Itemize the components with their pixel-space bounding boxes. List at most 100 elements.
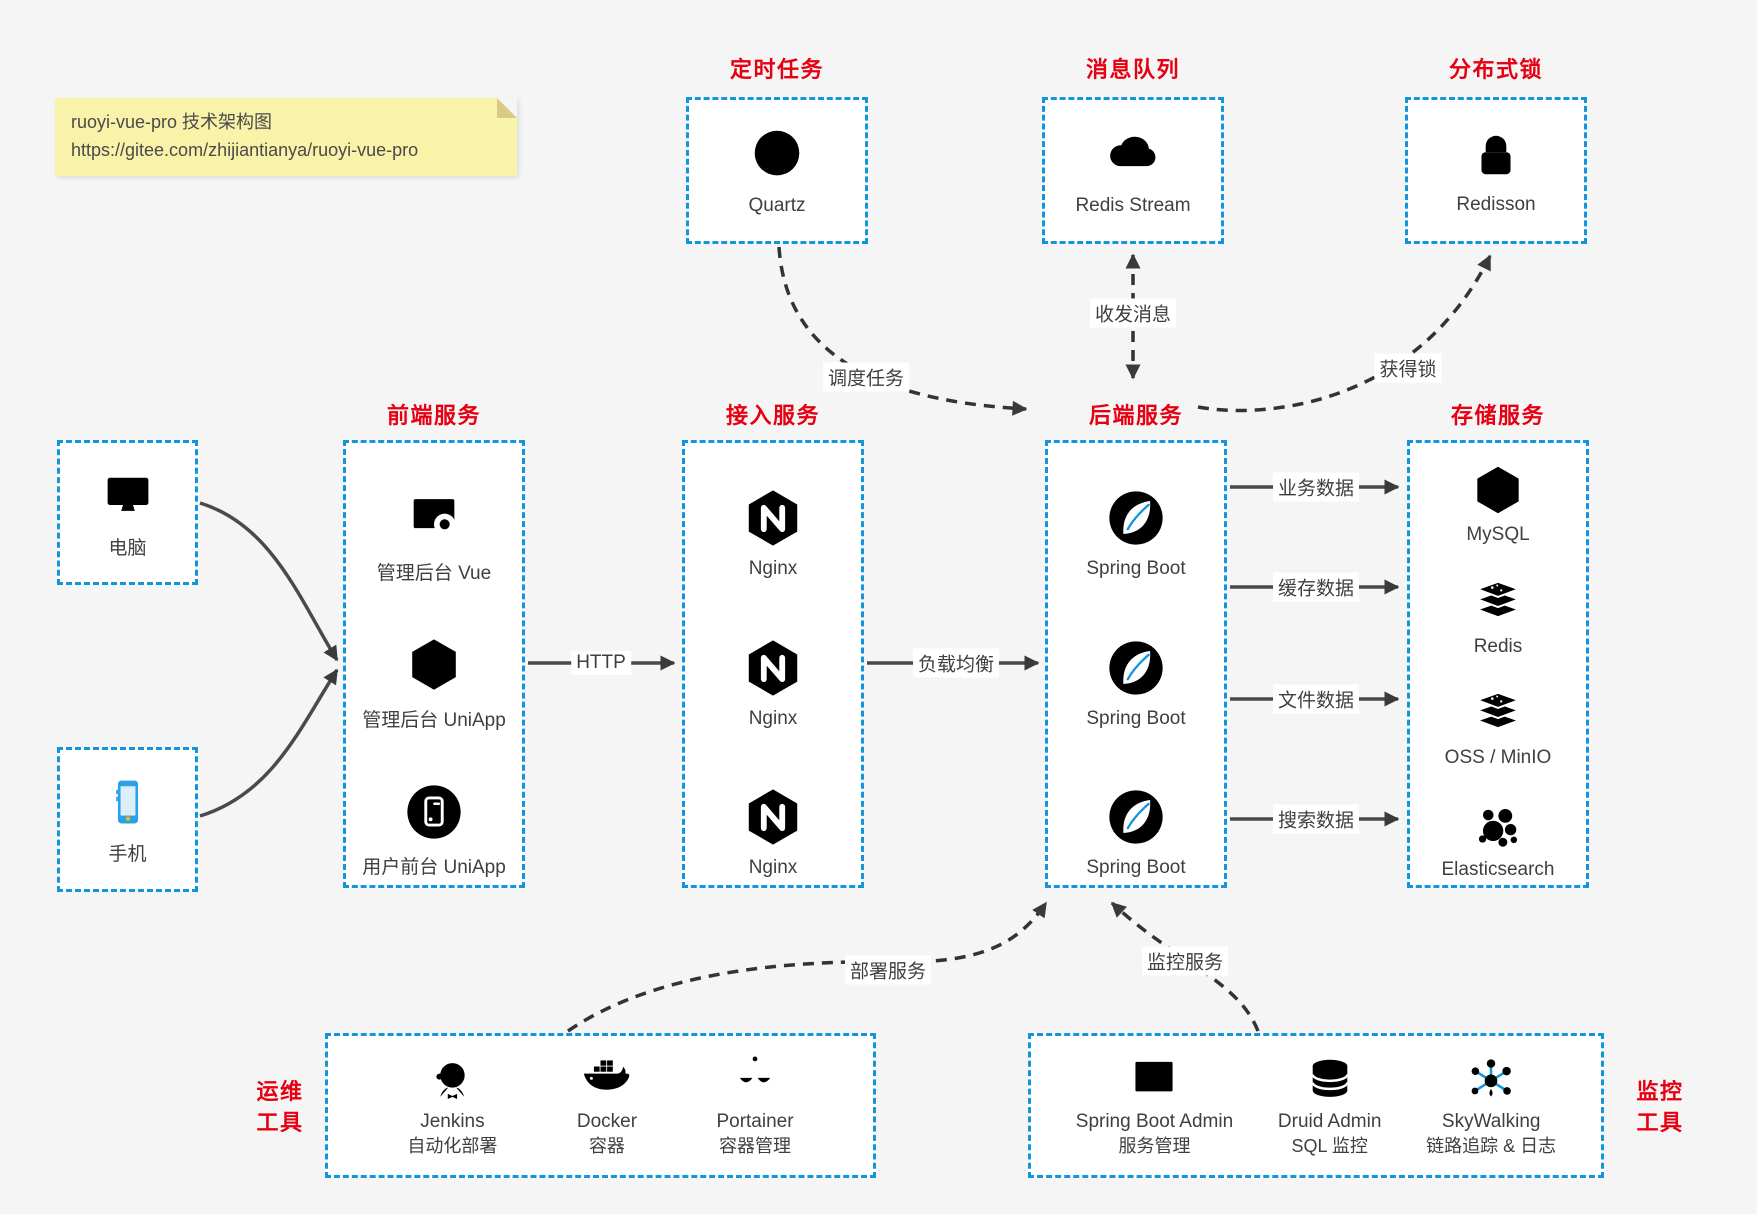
lock-icon <box>1466 125 1526 185</box>
frontend-label-admin-uniapp: 管理后台 UniApp <box>362 710 506 731</box>
edge-label-search-data: 搜索数据 <box>1272 804 1360 834</box>
frontend-label-user-uniapp: 用户前台 UniApp <box>362 857 506 878</box>
edge-label-messages: 收发消息 <box>1089 298 1177 328</box>
portainer-scales-icon <box>728 1053 782 1107</box>
edge-label-monitor: 监控服务 <box>1141 946 1229 976</box>
gateway-item-2: Nginx <box>742 637 804 730</box>
sticky-note: ruoyi-vue-pro 技术架构图 https://gitee.com/zh… <box>55 98 517 176</box>
edge-schedule-line <box>777 246 1028 416</box>
mobile-client-label: 手机 <box>108 843 147 865</box>
tool-item-skywalking: SkyWalking 链路追踪 & 日志 <box>1426 1053 1556 1158</box>
storage-item-redis: Redis <box>1472 577 1524 658</box>
note-url: https://gitee.com/zhijiantianya/ruoyi-vu… <box>71 140 419 160</box>
redisson-item: Redisson <box>1456 125 1536 216</box>
frontend-item-user-uniapp: 用户前台 UniApp <box>362 781 506 879</box>
tool-desc-portainer: 容器管理 <box>719 1136 791 1156</box>
title-backend: 后端服务 <box>1088 403 1183 428</box>
redisson-box: Redisson <box>1405 97 1587 244</box>
backend-item-2: Spring Boot <box>1086 637 1186 730</box>
edge-label-schedule: 调度任务 <box>822 362 910 392</box>
title-ops-line2: 工具 <box>256 1110 304 1135</box>
pc-client-item: 电脑 <box>99 466 157 560</box>
edge-label-deploy: 部署服务 <box>844 955 932 985</box>
tool-item-jenkins: Jenkins 自动化部署 <box>407 1053 497 1158</box>
tool-item-druid: Druid Admin SQL 监控 <box>1277 1053 1382 1158</box>
gateway-label-1: Nginx <box>748 558 798 579</box>
gateway-item-1: Nginx <box>742 487 804 580</box>
edge-deploy-line <box>567 901 1048 1033</box>
clock-icon <box>746 124 808 186</box>
gateway-label-3: Nginx <box>748 857 798 878</box>
title-ops-tools: 运维 工具 <box>238 1076 322 1138</box>
frontend-label-admin-vue: 管理后台 Vue <box>376 563 492 584</box>
storage-label-oss: OSS / MinIO <box>1444 747 1552 769</box>
storage-item-mysql: MySQL <box>1466 463 1530 546</box>
title-monitoring-line1: 监控 <box>1636 1079 1684 1104</box>
ops-tools-box: Jenkins 自动化部署 Docker 容器 Portainer 容器管理 <box>325 1033 876 1178</box>
tool-name-sba: Spring Boot Admin <box>1075 1111 1234 1132</box>
oss-stack-icon <box>1472 688 1524 740</box>
tool-name-druid: Druid Admin <box>1277 1111 1382 1132</box>
tool-desc-skywalking: 链路追踪 & 日志 <box>1426 1136 1557 1156</box>
title-scheduled-task: 定时任务 <box>729 57 824 82</box>
storage-label-redis: Redis <box>1473 635 1523 657</box>
tool-desc-druid: SQL 监控 <box>1291 1136 1368 1156</box>
skywalking-icon <box>1464 1053 1518 1107</box>
title-ops-line1: 运维 <box>256 1079 304 1104</box>
storage-box: MySQL Redis OSS / MinIO Elasticsearch <box>1407 440 1589 888</box>
tool-item-portainer: Portainer 容器管理 <box>716 1053 794 1158</box>
redis-stream-box: Redis Stream <box>1042 97 1224 244</box>
cloud-share-icon <box>1102 124 1164 186</box>
edge-label-business-data: 业务数据 <box>1272 472 1360 502</box>
title-monitoring-line2: 工具 <box>1636 1110 1684 1135</box>
edge-computer-frontend <box>199 501 339 662</box>
tool-name-skywalking: SkyWalking <box>1441 1111 1541 1132</box>
backend-item-1: Spring Boot <box>1086 487 1186 580</box>
title-frontend: 前端服务 <box>386 403 481 428</box>
title-gateway: 接入服务 <box>725 403 820 428</box>
backend-label-2: Spring Boot <box>1086 707 1186 729</box>
tool-item-docker: Docker 容器 <box>577 1053 637 1158</box>
tool-item-sba: Spring Boot Admin 服务管理 <box>1076 1053 1233 1158</box>
frontend-item-admin-vue: 管理后台 Vue <box>377 487 491 585</box>
note-title: ruoyi-vue-pro 技术架构图 <box>71 112 273 132</box>
backend-box: Spring Boot Spring Boot Spring Boot <box>1045 440 1227 888</box>
edge-label-lock: 获得锁 <box>1374 353 1442 383</box>
nginx-icon <box>742 637 804 699</box>
backend-label-3: Spring Boot <box>1086 857 1186 878</box>
title-message-queue: 消息队列 <box>1085 57 1180 82</box>
uniapp-cube-icon <box>403 634 465 696</box>
tool-desc-docker: 容器 <box>588 1136 625 1156</box>
gateway-label-2: Nginx <box>748 707 798 729</box>
mobile-client-item: 手机 <box>100 774 156 866</box>
edge-label-file-data: 文件数据 <box>1272 684 1360 714</box>
tool-name-portainer: Portainer <box>716 1111 794 1132</box>
spring-boot-icon <box>1105 637 1167 699</box>
elasticsearch-icon <box>1472 800 1524 852</box>
desktop-icon <box>99 466 157 524</box>
gateway-item-3: Nginx <box>742 786 804 879</box>
edge-lock-line <box>1197 254 1492 413</box>
redis-stream-item: Redis Stream <box>1075 124 1191 217</box>
spring-boot-icon <box>1105 487 1167 549</box>
tool-desc-sba: 服务管理 <box>1118 1136 1191 1156</box>
spring-boot-admin-icon <box>1127 1053 1181 1107</box>
storage-label-elasticsearch: Elasticsearch <box>1441 858 1555 880</box>
docker-whale-icon <box>580 1053 634 1107</box>
backend-item-3: Spring Boot <box>1086 786 1186 879</box>
redis-stack-icon <box>1472 577 1524 629</box>
jenkins-icon <box>425 1053 479 1107</box>
pc-client-box: 电脑 <box>57 440 198 585</box>
nginx-icon <box>742 786 804 848</box>
backend-label-1: Spring Boot <box>1086 558 1186 579</box>
title-monitoring-tools: 监控 工具 <box>1618 1076 1702 1138</box>
redisson-label: Redisson <box>1456 194 1536 215</box>
frontend-box: 管理后台 Vue 管理后台 UniApp 用户前台 UniApp <box>343 440 525 888</box>
storage-label-mysql: MySQL <box>1466 524 1530 545</box>
nginx-icon <box>742 487 804 549</box>
edge-label-cache-data: 缓存数据 <box>1272 572 1360 602</box>
edge-phone-frontend <box>199 668 339 818</box>
tool-desc-jenkins: 自动化部署 <box>407 1136 498 1156</box>
quartz-label: Quartz <box>748 195 806 216</box>
storage-item-elasticsearch: Elasticsearch <box>1442 800 1555 881</box>
